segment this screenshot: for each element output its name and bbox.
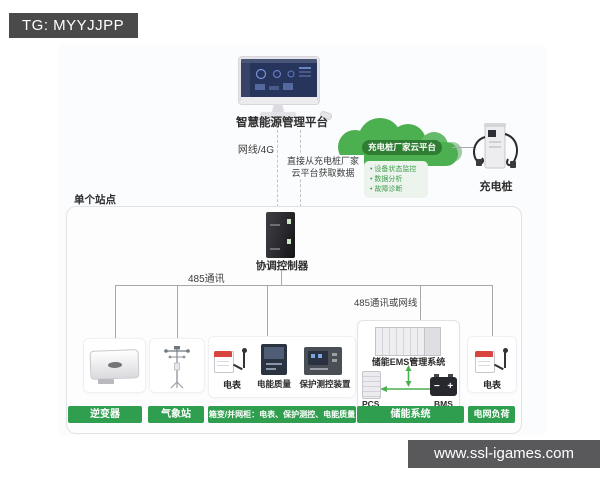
protection-device-label: 保护测控装置 <box>299 379 351 389</box>
direct-cloud-note-line1: 直接从充电桩厂家 <box>286 156 359 166</box>
drop-storage-line <box>420 285 421 321</box>
charging-pile-label: 充电桩 <box>479 181 513 193</box>
dashboard-screen-graphic <box>241 59 317 97</box>
cloud-feature-list: 设备状态监控 数据分析 故障诊断 <box>364 161 428 198</box>
rs485-or-net-label: 485通讯或网线 <box>354 298 418 309</box>
drop-meters-line <box>267 285 268 337</box>
bms-plus-symbol: + <box>447 381 454 392</box>
inverter-icon <box>89 349 140 380</box>
site-label: 单个站点 <box>74 194 116 206</box>
watermark: www.ssl-igames.com <box>408 440 600 468</box>
direct-cloud-note: 直接从充电桩厂家 云平台获取数据 <box>282 155 364 179</box>
monitor-icon <box>239 57 319 104</box>
storage-cabinet-icon <box>375 327 441 356</box>
meter1-label: 电表 <box>222 380 241 390</box>
tg-badge: TG: MYYJJPP <box>9 13 138 38</box>
bar-inverter: 逆变器 <box>68 406 142 423</box>
protection-device-icon <box>304 347 342 375</box>
weather-station-card <box>149 338 205 393</box>
pcs-label: PCS <box>362 399 380 409</box>
bms-icon: − + <box>430 374 457 396</box>
pcs-icon <box>362 371 381 399</box>
bms-label: BMS <box>434 399 453 409</box>
drop-meter2-line <box>492 285 493 337</box>
cloud-feature-item: 设备状态监控 <box>370 165 423 175</box>
rs485-label: 485通讯 <box>188 274 225 285</box>
drop-inverter-line <box>115 285 116 339</box>
power-quality-label: 电能质量 <box>256 379 291 389</box>
meter-icon <box>213 345 251 375</box>
bar-weather-station: 气象站 <box>148 406 204 423</box>
storage-system-box: 储能EMS管理系统 − + PCS BMS <box>357 320 460 421</box>
cloud-icon: 充电桩厂家云平台 <box>336 114 466 170</box>
weather-station-icon <box>164 346 190 389</box>
bar-storage-system: 储能系统 <box>357 406 464 423</box>
platform-label: 智慧能源管理平台 <box>236 117 328 129</box>
monitor-base <box>260 112 296 116</box>
bar-transformer-cabinet: 箱变/并网柜：电表、保护测控、电能质量 <box>208 406 356 423</box>
meter2-label: 电表 <box>482 380 501 390</box>
net-4g-label: 网线/4G <box>237 145 274 156</box>
controller-icon <box>266 212 295 258</box>
bms-minus-symbol: − <box>433 381 440 392</box>
cloud-feature-item: 数据分析 <box>370 175 423 185</box>
charging-pile-icon <box>468 120 522 176</box>
controller-label: 协调控制器 <box>255 260 309 272</box>
direct-cloud-note-line2: 云平台获取数据 <box>291 168 355 178</box>
power-quality-icon <box>261 344 287 375</box>
keyboard-icon <box>250 117 298 123</box>
controller-bus-line <box>281 270 282 285</box>
drop-weather-line <box>177 285 178 339</box>
cloud-title: 充电桩厂家云平台 <box>362 140 442 155</box>
meters-card: 电表 电能质量 保护测控装置 <box>208 336 356 398</box>
net-4g-link-line <box>277 130 278 212</box>
rs485-bus-line <box>115 285 492 286</box>
grid-meter-card: 电表 <box>467 336 517 393</box>
inverter-card <box>83 338 146 393</box>
cloud-charger-line <box>452 147 474 148</box>
cloud-feature-item: 故障诊断 <box>370 185 423 195</box>
monitor-stand <box>272 104 284 112</box>
meter-icon <box>474 345 512 375</box>
bar-grid-load: 电网负荷 <box>468 406 515 423</box>
ems-label: 储能EMS管理系统 <box>371 357 446 367</box>
